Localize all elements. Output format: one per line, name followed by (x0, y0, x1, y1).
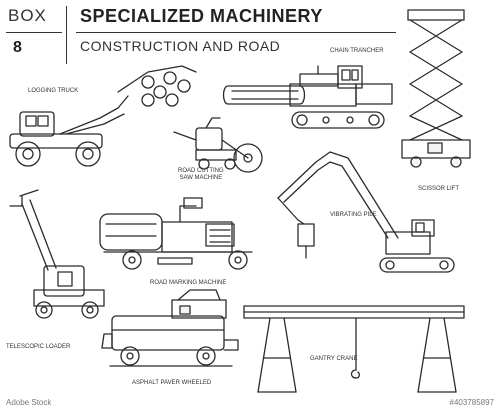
chain-trancher-icon (222, 65, 393, 129)
header-rule-left (6, 32, 62, 33)
road-marking-machine-icon (99, 197, 253, 270)
stock-image-id: #403785897 (449, 398, 495, 407)
label-scissor-lift: SCISSOR LIFT (418, 186, 460, 192)
vibrating-pile-icon (277, 151, 455, 273)
label-chain-trancher: CHAIN TRANCHER (330, 48, 384, 54)
label-road-cutting-saw-machine: ROAD CUTTING SAW MACHINE (178, 168, 224, 182)
gantry-crane-icon (243, 305, 465, 393)
page-subtitle: CONSTRUCTION AND ROAD (80, 38, 281, 54)
label-road-cutting-line2: SAW MACHINE (179, 175, 223, 181)
logging-truck-icon (9, 65, 197, 167)
asphalt-paver-icon (101, 289, 239, 367)
label-road-cutting-line1: ROAD CUTTING (178, 168, 224, 174)
telescopic-loader-icon (9, 189, 105, 319)
road-cutting-saw-icon (173, 117, 263, 173)
scissor-lift-icon (401, 9, 471, 168)
stock-watermark: Adobe Stock (6, 398, 52, 407)
label-vibrating-pile: VIBRATING PILE (330, 212, 377, 218)
header-divider (66, 6, 67, 64)
header-rule-right (76, 32, 396, 33)
label-road-marking-machine: ROAD MARKING MACHINE (150, 280, 227, 286)
label-gantry-crane: GANTRY CRANE (310, 356, 358, 362)
label-logging-truck: LOGGING TRUCK (28, 88, 79, 94)
box-number: 8 (13, 39, 22, 56)
box-label: BOX (8, 6, 47, 25)
label-telescopic-loader: TELESCOPIC LOADER (6, 344, 71, 350)
page-title: SPECIALIZED MACHINERY (80, 6, 323, 26)
label-asphalt-paver-wheeled: ASPHALT PAVER WHEELED (132, 380, 212, 386)
header: BOX 8 SPECIALIZED MACHINERY CONSTRUCTION… (0, 0, 500, 70)
